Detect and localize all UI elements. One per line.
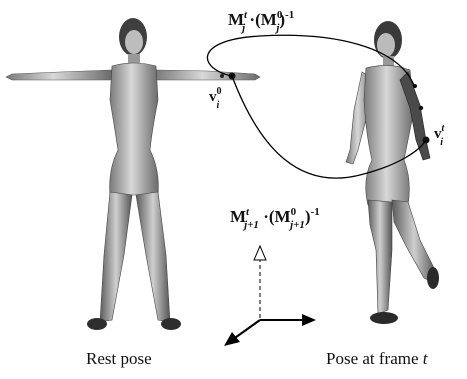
coordinate-axes (224, 246, 316, 346)
rest-right-arm (156, 70, 260, 80)
rest-left-foot (87, 318, 107, 330)
axis-up-arrowhead (254, 246, 266, 260)
rest-torso (110, 63, 159, 195)
rest-pose-figure (6, 18, 260, 330)
caption-rest-pose: Rest pose (86, 349, 152, 368)
axis-diagonal (232, 320, 260, 340)
rest-left-arm (6, 70, 112, 80)
rest-right-foot (161, 318, 181, 330)
axis-right-arrowhead (302, 314, 316, 326)
rest-left-leg (100, 192, 132, 322)
rest-right-leg (136, 192, 170, 322)
pose-front-foot (370, 312, 398, 324)
posed-figure (346, 21, 439, 324)
pose-front-leg (368, 200, 392, 314)
caption-frame-pose: Pose at frame t (326, 349, 429, 368)
pose-back-foot (427, 267, 439, 289)
axis-diagonal-arrowhead (224, 332, 240, 346)
